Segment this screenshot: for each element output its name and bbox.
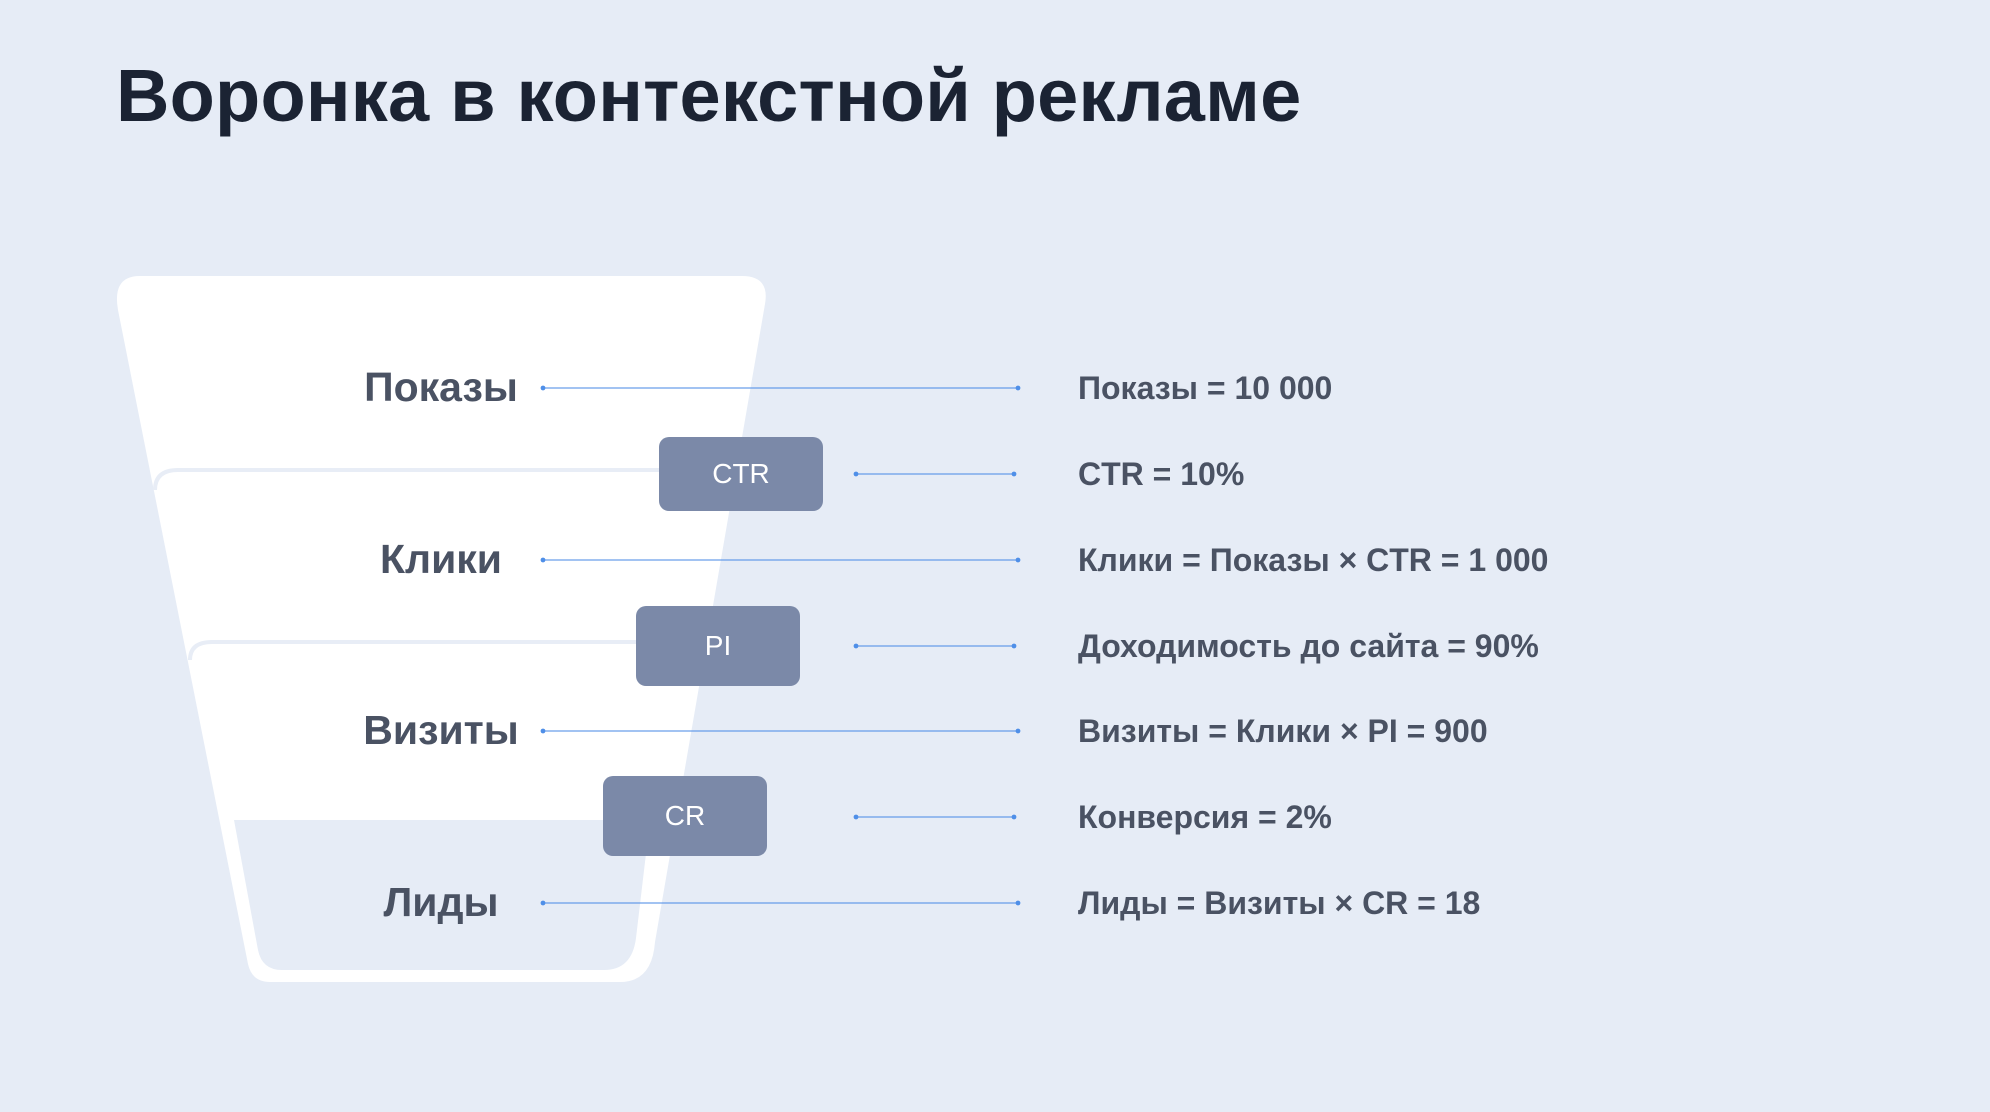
connector-cr: [853, 814, 1017, 820]
stage-label-clicks: Клики: [380, 536, 502, 582]
metric-badge-ctr: CTR: [659, 437, 823, 511]
page-title: Воронка в контекстной рекламе: [116, 54, 1302, 137]
stage-label-leads: Лиды: [383, 879, 499, 925]
metric-badge-pi: PI: [636, 606, 800, 686]
formula-impressions: Показы = 10 000: [1078, 370, 1333, 406]
connector-visits: [540, 728, 1021, 734]
metric-badge-cr: CR: [603, 776, 767, 856]
formula-visits: Визиты = Клики × PI = 900: [1078, 713, 1488, 749]
funnel-bottom-tier: [234, 820, 650, 970]
stage-label-impressions: Показы: [364, 364, 518, 410]
connector-clicks: [540, 557, 1021, 563]
connector-leads: [540, 900, 1021, 906]
formula-conversion: Конверсия = 2%: [1078, 799, 1332, 835]
formula-pass-rate: Доходимость до сайта = 90%: [1078, 628, 1539, 664]
formula-leads: Лиды = Визиты × CR = 18: [1078, 885, 1481, 921]
connector-pi: [853, 643, 1017, 649]
formula-clicks: Клики = Показы × CTR = 1 000: [1078, 542, 1549, 578]
formula-ctr: CTR = 10%: [1078, 456, 1245, 492]
connector-ctr: [853, 471, 1017, 477]
funnel-stage-separator: [153, 468, 665, 491]
funnel-stage-separator: [188, 640, 640, 661]
stage-label-visits: Визиты: [363, 707, 519, 753]
connector-impressions: [540, 385, 1021, 391]
